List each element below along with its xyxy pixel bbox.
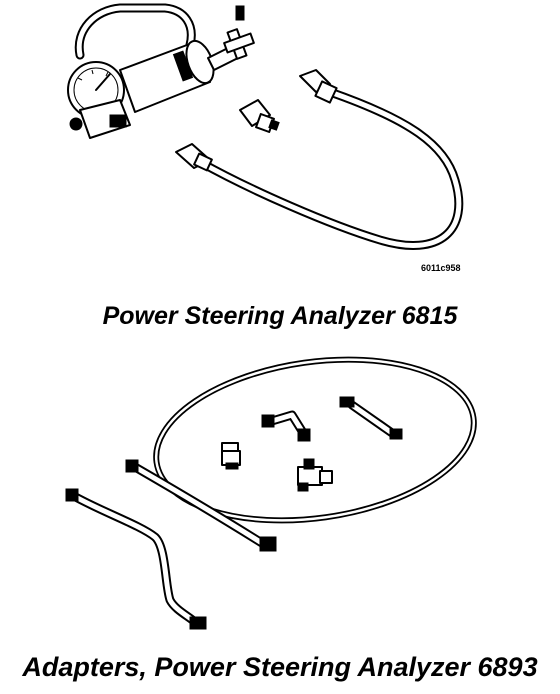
analyzer-body xyxy=(67,3,255,139)
pressure-hose xyxy=(175,69,464,250)
bent-tube-adapter xyxy=(261,410,311,442)
union-adapter xyxy=(221,442,241,470)
long-hose xyxy=(125,459,277,552)
analyzer-illustration: 6011c958 xyxy=(0,0,560,300)
figure-caption-adapters: Adapters, Power Steering Analyzer 6893 xyxy=(22,652,538,682)
coiled-hose xyxy=(153,356,477,524)
straight-tube-adapter xyxy=(339,396,403,440)
figure-code: 6011c958 xyxy=(421,263,461,273)
figure-caption-analyzer: Power Steering Analyzer 6815 xyxy=(102,302,458,330)
adapters-illustration xyxy=(0,355,560,645)
tee-adapter xyxy=(297,458,333,492)
adapter-fitting xyxy=(239,99,280,133)
bent-rigid-line xyxy=(65,488,207,630)
